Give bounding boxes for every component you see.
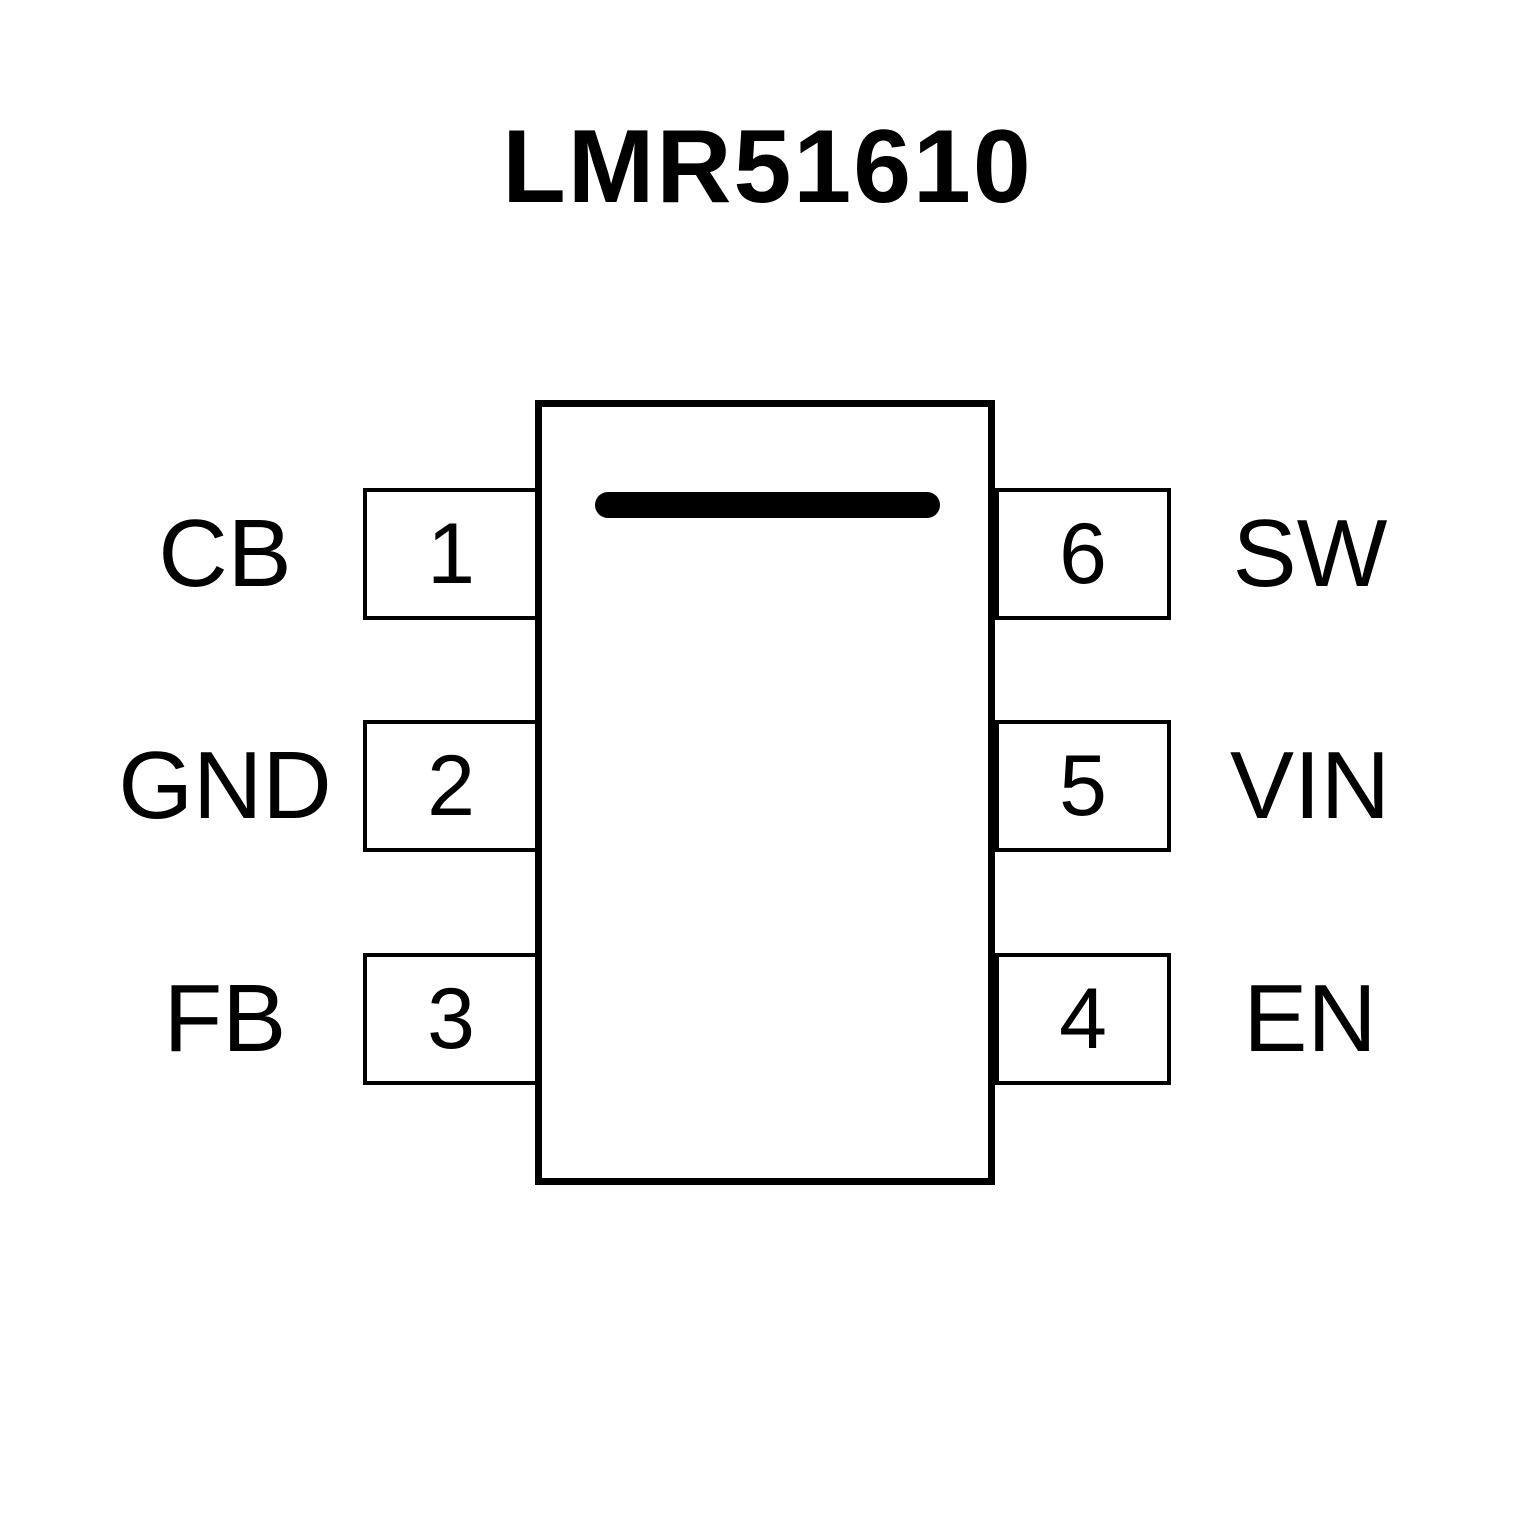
pin-box-5: 5 [995,720,1171,852]
pin1-indicator-bar [595,492,940,518]
pin-number-5: 5 [1059,737,1107,834]
pin-label-cb: CB [158,500,292,607]
pin-number-3: 3 [427,970,475,1067]
pin-label-fb: FB [163,965,287,1072]
chip-body [535,400,995,1185]
pin-number-6: 6 [1059,505,1107,602]
pin-label-gnd: GND [118,732,332,839]
pin-number-2: 2 [427,737,475,834]
pin-box-2: 2 [363,720,539,852]
pin-label-vin: VIN [1229,732,1391,839]
pin-number-1: 1 [427,505,475,602]
pin-box-3: 3 [363,953,539,1085]
pin-box-6: 6 [995,488,1171,620]
pin-label-en: EN [1243,965,1377,1072]
pin-box-4: 4 [995,953,1171,1085]
pin-box-1: 1 [363,488,539,620]
pin-label-sw: SW [1232,500,1388,607]
page-title: LMR51610 [502,109,1033,225]
pin-number-4: 4 [1059,970,1107,1067]
